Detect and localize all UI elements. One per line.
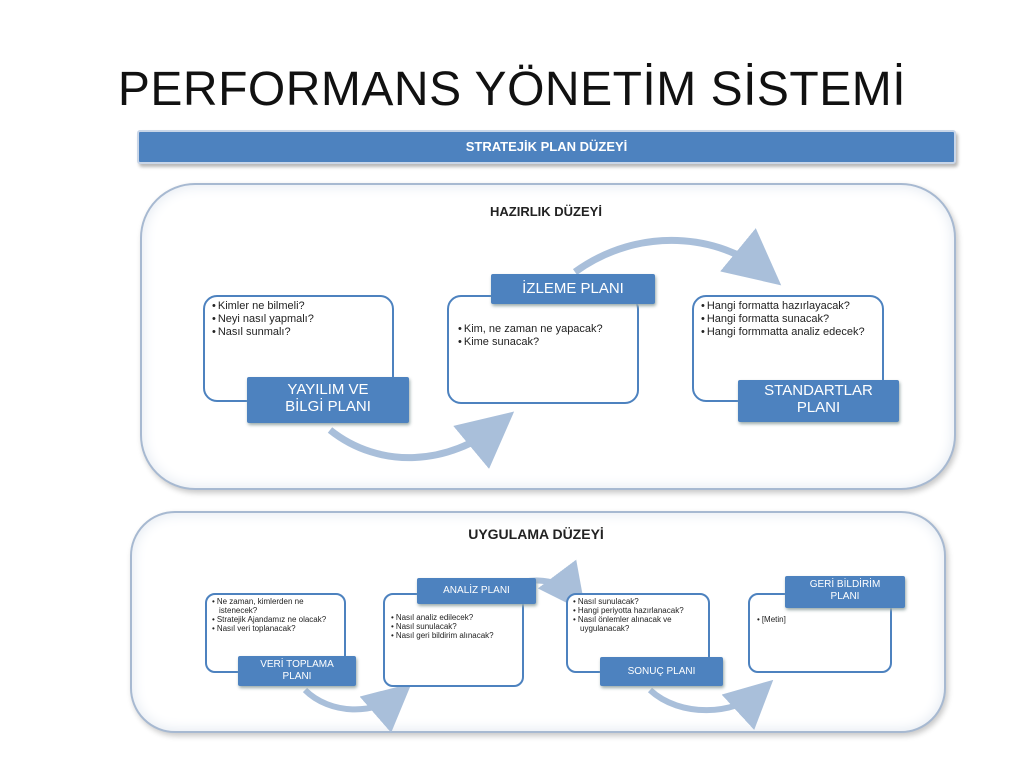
list-item: Neyi nasıl yapmalı? <box>211 313 386 326</box>
list-item: Hangi periyotta hazırlanacak? <box>572 606 704 615</box>
arrow-bottom-1 <box>302 683 412 733</box>
list-item: Hangi formmatta analiz edecek? <box>700 326 876 339</box>
list-item: Kimler ne bilmeli? <box>211 300 386 313</box>
page-title: PERFORMANS YÖNETİM SİSTEMİ <box>117 63 907 116</box>
standards-bullets: Hangi formatta hazırlayacak? Hangi forma… <box>700 300 876 339</box>
arrow-bottom-3 <box>647 679 774 730</box>
analysis-plan-label: ANALİZ PLANI <box>417 578 536 604</box>
label-line: VERİ TOPLAMA <box>260 659 334 670</box>
list-item: [Metin] <box>756 615 884 624</box>
list-item: Nasıl önlemler alınacak ve uygulanacak? <box>572 615 704 633</box>
dissemination-plan-label: YAYILIM VE BİLGİ PLANI <box>247 377 409 423</box>
application-level-title: UYGULAMA DÜZEYİ <box>468 526 604 542</box>
list-item: Nasıl sunulacak? <box>390 622 517 631</box>
standards-plan-label: STANDARTLAR PLANI <box>738 380 899 422</box>
data-collection-plan-label: VERİ TOPLAMA PLANI <box>238 656 356 686</box>
strategic-plan-banner: STRATEJİK PLAN DÜZEYİ <box>137 130 956 164</box>
list-item: Hangi formatta hazırlayacak? <box>700 300 876 313</box>
arrow-top-left <box>327 411 515 469</box>
label-line: PLANI <box>282 670 312 682</box>
list-item: Nasıl analiz edilecek? <box>390 613 517 622</box>
feedback-plan-label: GERİ BİLDİRİM PLANI <box>785 576 905 608</box>
preparation-level-title: HAZIRLIK DÜZEYİ <box>490 204 602 219</box>
monitoring-bullets: Kim, ne zaman ne yapacak? Kime sunacak? <box>457 323 629 349</box>
feedback-bullets: [Metin] <box>756 615 884 624</box>
list-item: Nasıl veri toplanacak? <box>211 624 340 633</box>
list-item: Ne zaman, kimlerden ne istenecek? <box>211 597 340 615</box>
label-line: YAYILIM VE <box>287 381 369 398</box>
arrow-top-right <box>572 228 782 286</box>
data-collection-bullets: Ne zaman, kimlerden ne istenecek? Strate… <box>211 597 340 633</box>
label-line: BİLGİ PLANI <box>285 398 371 416</box>
result-bullets: Nasıl sunulacak? Hangi periyotta hazırla… <box>572 597 704 633</box>
label-line: PLANI <box>830 590 860 602</box>
list-item: Kime sunacak? <box>457 336 629 349</box>
list-item: Hangi formatta sunacak? <box>700 313 876 326</box>
list-item: Stratejik Ajandamız ne olacak? <box>211 615 340 624</box>
list-item: Nasıl sunulacak? <box>572 597 704 606</box>
list-item: Nasıl geri bildirim alınacak? <box>390 631 517 640</box>
label-line: STANDARTLAR <box>764 382 873 399</box>
analysis-plan-box: Nasıl analiz edilecek? Nasıl sunulacak? … <box>383 593 524 687</box>
monitoring-plan-label: İZLEME PLANI <box>491 274 655 304</box>
analysis-bullets: Nasıl analiz edilecek? Nasıl sunulacak? … <box>390 613 517 640</box>
dissemination-bullets: Kimler ne bilmeli? Neyi nasıl yapmalı? N… <box>211 300 386 339</box>
label-line: PLANI <box>796 399 841 417</box>
result-plan-label: SONUÇ PLANI <box>600 657 723 686</box>
list-item: Nasıl sunmalı? <box>211 326 386 339</box>
list-item: Kim, ne zaman ne yapacak? <box>457 323 629 336</box>
label-line: GERİ BİLDİRİM <box>809 579 881 590</box>
monitoring-plan-box: Kim, ne zaman ne yapacak? Kime sunacak? <box>447 295 639 404</box>
